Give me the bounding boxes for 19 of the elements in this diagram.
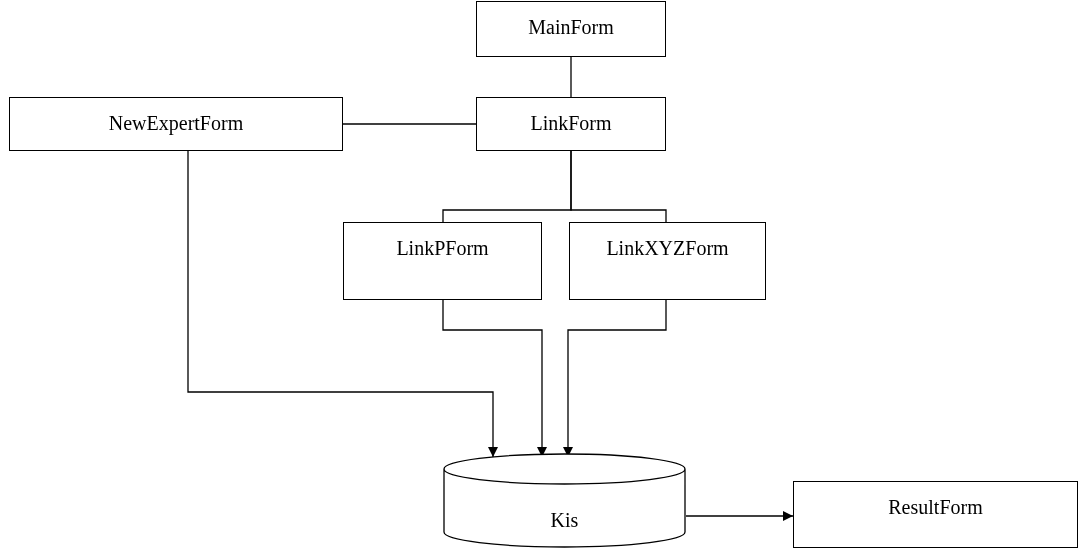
process-box bbox=[476, 97, 666, 151]
arrow bbox=[685, 511, 794, 521]
node-label: LinkXYZForm bbox=[606, 237, 729, 260]
process-box bbox=[476, 1, 666, 57]
process-box bbox=[793, 481, 1078, 548]
arrow bbox=[187, 150, 498, 458]
process-box bbox=[9, 97, 343, 151]
node-label: MainForm bbox=[528, 16, 614, 39]
database-cylinder bbox=[443, 453, 686, 548]
process-box bbox=[343, 222, 542, 300]
process-box bbox=[569, 222, 766, 300]
connector-line bbox=[342, 123, 477, 125]
node-label: NewExpertForm bbox=[108, 112, 244, 135]
node-label: LinkForm bbox=[530, 112, 612, 135]
node-label: Kis bbox=[550, 509, 579, 532]
node-label: ResultForm bbox=[888, 496, 983, 519]
connector-line bbox=[570, 56, 572, 98]
connector-line bbox=[570, 150, 667, 223]
node-label: LinkPForm bbox=[396, 237, 489, 260]
